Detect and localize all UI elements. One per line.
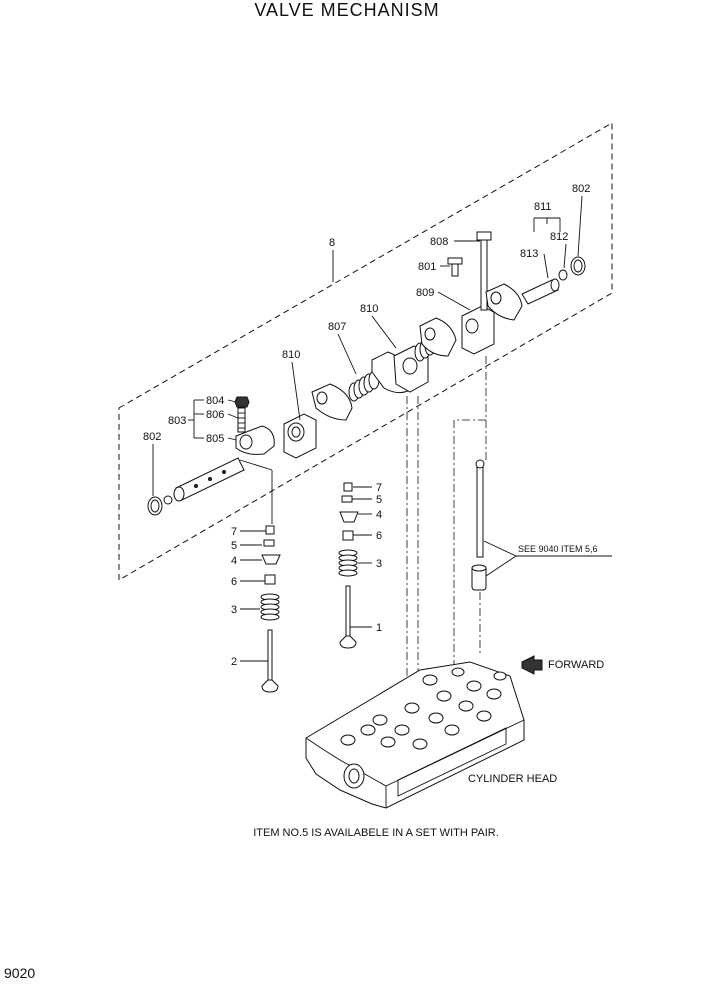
rocker-support-left-bore-inner <box>291 426 301 438</box>
callout-left-4: 4 <box>231 555 237 567</box>
callout-810-mid: 810 <box>360 303 378 315</box>
callout-mid-3: 3 <box>376 558 382 570</box>
callout-left-7: 7 <box>231 526 237 538</box>
callout-left-3: 3 <box>231 604 237 616</box>
shaft-oil-hole-3 <box>222 470 226 474</box>
adjust-screw <box>237 407 246 433</box>
rocker-support-middle-bore <box>402 357 418 375</box>
valve-seal-left <box>264 574 276 585</box>
valve-spring-left <box>260 593 280 621</box>
callout-809: 809 <box>416 287 434 299</box>
rocker-support-right-bore <box>465 318 479 334</box>
bolt-801-head <box>447 257 463 265</box>
callout-813: 813 <box>520 248 538 260</box>
callout-808: 808 <box>430 236 448 248</box>
callout-805: 805 <box>206 433 224 445</box>
callout-807: 807 <box>328 321 346 333</box>
snap-ring-right-inner <box>573 259 583 273</box>
valve-cap-mid <box>343 482 353 492</box>
lock-nut <box>234 396 250 408</box>
shaft-plug-left <box>163 495 173 505</box>
rocker-shaft-end <box>173 486 185 502</box>
callout-mid-6: 6 <box>376 530 382 542</box>
tappet-top <box>471 564 487 572</box>
valve-keeper-left <box>263 539 275 547</box>
rocker-arm-left-bore <box>239 434 253 450</box>
page-number: 9020 <box>4 965 35 981</box>
alignment-lines <box>406 356 487 690</box>
push-rod <box>476 464 484 558</box>
valve-spring-mid <box>338 549 358 577</box>
rocker-arm-center-b-bore <box>424 327 436 341</box>
rocker-assembly-boundary <box>118 122 613 581</box>
callout-mid-7: 7 <box>376 482 382 494</box>
forward-label: FORWARD <box>548 659 604 671</box>
shaft-plug-right <box>558 269 568 281</box>
middle-valve-stack <box>338 482 359 649</box>
rocker-shaft-assembly <box>147 231 586 516</box>
valve-keeper-mid <box>341 495 353 503</box>
leader-lines <box>152 195 583 662</box>
bolt-808-head <box>476 231 492 241</box>
rocker-arm-right-bore <box>490 291 502 305</box>
left-valve-stack <box>260 525 281 693</box>
head-openings <box>340 667 507 750</box>
spring-retainer-left <box>261 554 281 565</box>
callout-mid-4: 4 <box>376 509 382 521</box>
callout-left-6: 6 <box>231 576 237 588</box>
callout-802-left: 802 <box>143 431 161 443</box>
shaft-oil-hole-1 <box>194 484 198 488</box>
valve-head-mid <box>339 635 357 649</box>
head-port-inner <box>348 768 360 784</box>
rocker-arm-center-b <box>419 317 457 357</box>
callout-811: 811 <box>534 201 552 213</box>
callout-801: 801 <box>418 261 436 273</box>
callout-806: 806 <box>206 409 224 421</box>
push-rod-top <box>475 459 485 469</box>
page-title: VALVE MECHANISM <box>254 0 439 20</box>
callout-left-2: 2 <box>231 656 237 668</box>
callout-mid-5: 5 <box>376 494 382 506</box>
callout-812: 812 <box>550 231 568 243</box>
valve-stem-mid <box>345 585 351 637</box>
shaft-oil-hole-2 <box>208 477 212 481</box>
push-rod-group <box>471 459 487 591</box>
callout-mid-1: 1 <box>376 622 382 634</box>
callout-803: 803 <box>168 415 186 427</box>
callouts: 8 802 802 803 804 806 805 810 807 810 80… <box>143 183 590 668</box>
bolt-808 <box>480 239 488 311</box>
valve-stem-left <box>267 629 273 681</box>
cylinder-head-label: CYLINDER HEAD <box>468 773 557 785</box>
callout-8: 8 <box>329 237 335 249</box>
callout-804: 804 <box>206 395 224 407</box>
callout-810-left: 810 <box>282 349 300 361</box>
snap-ring-left-inner <box>150 499 160 513</box>
see-reference-label: SEE 9040 ITEM 5,6 <box>518 544 598 554</box>
availability-note: ITEM NO.5 IS AVAILABELE IN A SET WITH PA… <box>253 827 499 839</box>
rocker-shaft-right-end <box>550 278 560 292</box>
rocker-arm-middle-bore <box>316 391 328 405</box>
forward-arrow-icon <box>521 655 543 675</box>
valve-cap-left <box>265 525 275 535</box>
valve-seal-mid <box>342 530 354 541</box>
rocker-spring <box>348 370 380 402</box>
callout-802-right: 802 <box>572 183 590 195</box>
valve-head-left <box>261 679 279 693</box>
rocker-shaft-right <box>521 279 559 305</box>
cylinder-head <box>305 661 525 809</box>
callout-left-5: 5 <box>231 540 237 552</box>
spring-retainer-mid <box>339 511 359 523</box>
